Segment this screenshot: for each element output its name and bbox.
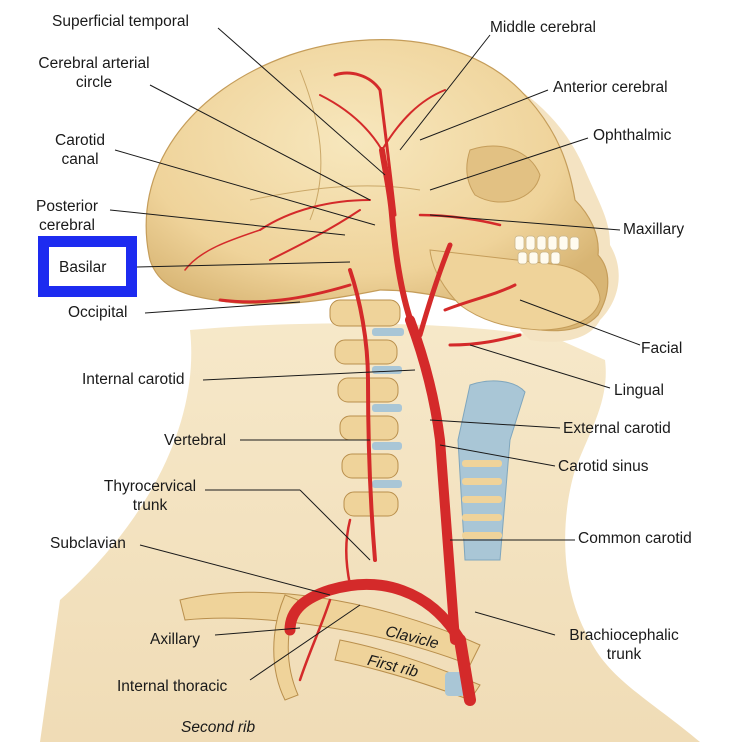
label-facial: Facial xyxy=(641,340,683,357)
suture-line xyxy=(249,185,421,201)
basilar-highlight-box xyxy=(38,236,137,297)
label-line: Thyrocervical xyxy=(103,478,197,495)
label-axillary: Axillary xyxy=(150,631,200,648)
intervertebral-discs xyxy=(372,328,404,488)
label-line: circle xyxy=(75,74,113,91)
label-carotid-sinus: Carotid sinus xyxy=(558,458,649,475)
label-superficial-temporal: Superficial temporal xyxy=(52,13,189,30)
label-brachiocephalic-trunk: Brachiocephalic trunk xyxy=(556,626,692,664)
label-middle-cerebral: Middle cerebral xyxy=(490,19,596,36)
label-second-rib: Second rib xyxy=(181,719,256,736)
label-line: trunk xyxy=(132,497,168,514)
label-line: Brachiocephalic xyxy=(569,627,679,644)
label-anterior-cerebral: Anterior cerebral xyxy=(553,79,668,96)
label-basilar: Basilar xyxy=(59,259,107,276)
label-external-carotid: External carotid xyxy=(563,420,671,437)
label-posterior-cerebral: Posterior cerebral xyxy=(26,197,108,235)
label-thyrocervical-trunk: Thyrocervical trunk xyxy=(94,477,206,515)
label-vertebral: Vertebral xyxy=(164,432,227,449)
basilar-highlight-inner xyxy=(49,247,126,286)
label-carotid-canal: Carotid canal xyxy=(42,131,118,169)
label-line: Cerebral arterial xyxy=(38,55,150,72)
neck-skin xyxy=(40,323,700,742)
first-rib-bone xyxy=(334,639,481,701)
suture-line xyxy=(299,69,322,221)
label-line: trunk xyxy=(606,646,642,663)
rib-cartilage xyxy=(445,672,465,696)
arteries xyxy=(184,71,522,706)
label-ophthalmic: Ophthalmic xyxy=(593,127,672,144)
teeth xyxy=(514,235,580,265)
label-subclavian: Subclavian xyxy=(50,535,126,552)
label-line: canal xyxy=(61,151,99,168)
leader-lines xyxy=(109,27,641,681)
tracheal-rings xyxy=(462,460,502,539)
label-line: cerebral xyxy=(39,217,95,234)
label-cerebral-arterial-circle: Cerebral arterial circle xyxy=(28,54,160,92)
label-occipital: Occipital xyxy=(68,304,128,321)
label-common-carotid: Common carotid xyxy=(578,530,692,547)
label-internal-thoracic: Internal thoracic xyxy=(117,678,228,695)
label-line: Carotid xyxy=(55,132,105,149)
label-maxillary: Maxillary xyxy=(623,221,685,238)
label-lingual: Lingual xyxy=(614,382,664,399)
label-line: Posterior xyxy=(35,198,99,215)
label-internal-carotid: Internal carotid xyxy=(82,371,185,388)
